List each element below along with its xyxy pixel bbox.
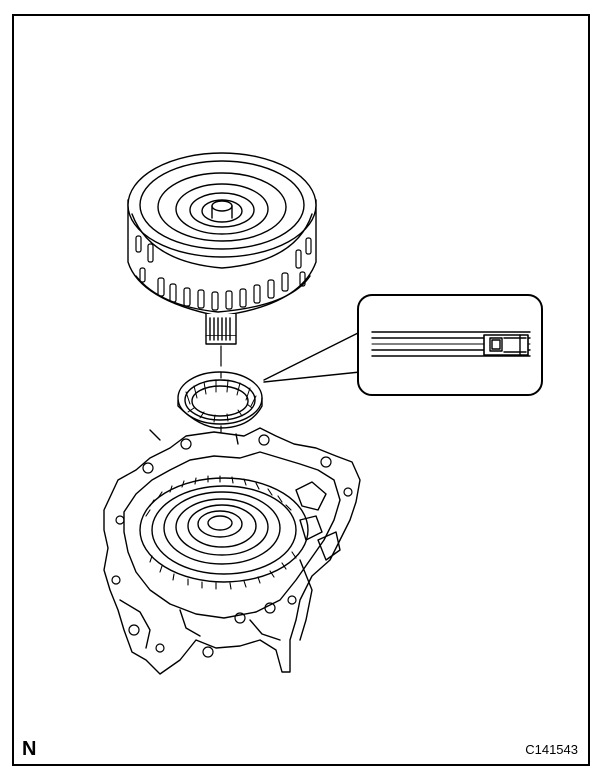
figure-code: C141543 xyxy=(525,742,578,757)
corner-letter: N xyxy=(22,738,37,760)
bearing-orientation-callout xyxy=(263,294,543,396)
thrust-bearing xyxy=(177,371,263,429)
clutch-drum-assembly xyxy=(127,152,317,345)
figure-frame xyxy=(12,14,590,766)
transmission-case xyxy=(103,427,361,675)
